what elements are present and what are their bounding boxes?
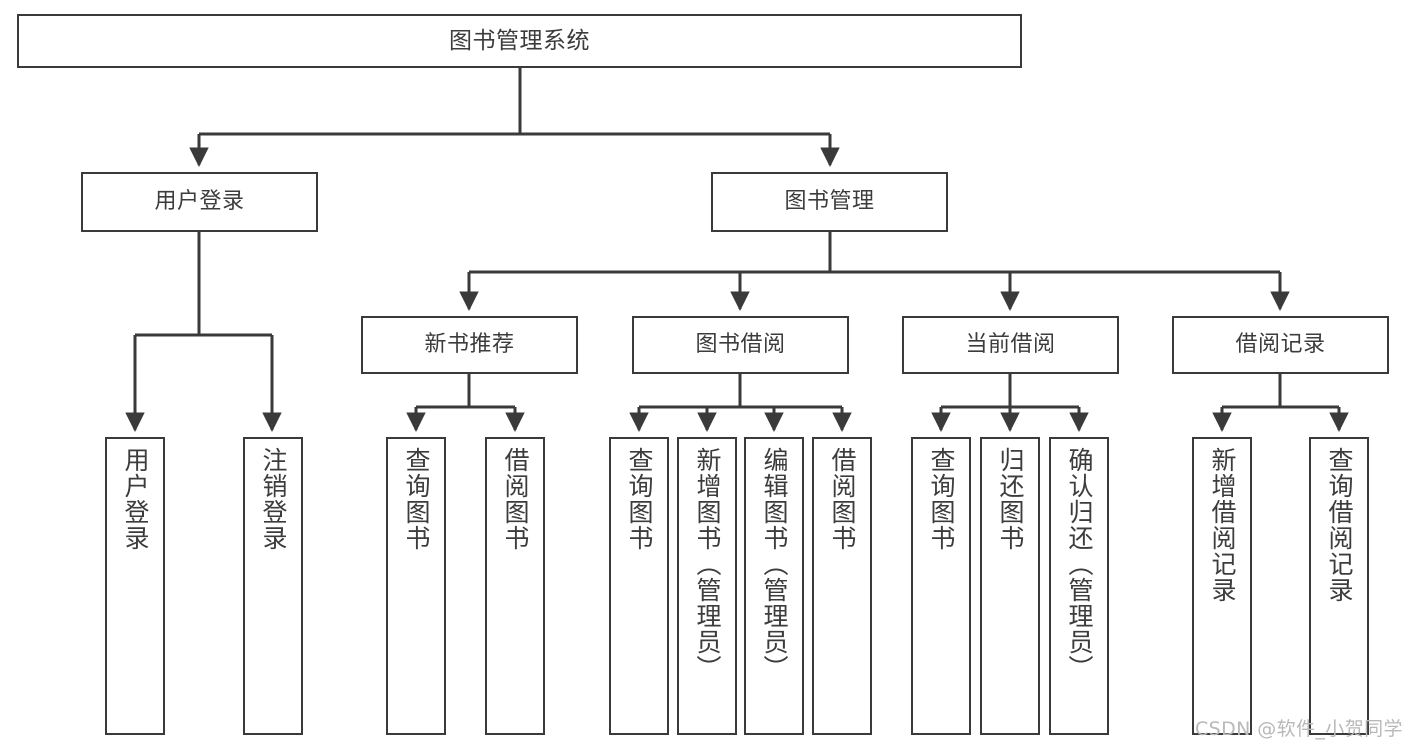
node-label: 用户登录 bbox=[154, 189, 245, 215]
leaf-recommend-query-book[interactable]: 查询图书 bbox=[386, 437, 446, 735]
node-new-book-recommend[interactable]: 新书推荐 bbox=[361, 316, 578, 374]
node-book-management[interactable]: 图书管理 bbox=[711, 172, 948, 232]
csdn-watermark: CSDN @软件_小贺同学 bbox=[1195, 718, 1403, 740]
node-label: 借阅图书 bbox=[501, 447, 530, 551]
node-label: 确认归还（管理员） bbox=[1065, 447, 1094, 681]
node-label: 用户登录 bbox=[121, 447, 150, 551]
leaf-current-query-book[interactable]: 查询图书 bbox=[911, 437, 971, 735]
node-label: 查询图书 bbox=[402, 447, 431, 551]
node-label: 新增图书（管理员） bbox=[693, 447, 722, 681]
leaf-user-login[interactable]: 用户登录 bbox=[105, 437, 165, 735]
node-root-system[interactable]: 图书管理系统 bbox=[17, 14, 1022, 68]
node-label: 借阅图书 bbox=[828, 447, 857, 551]
node-book-borrow[interactable]: 图书借阅 bbox=[632, 316, 849, 374]
node-current-borrow[interactable]: 当前借阅 bbox=[902, 316, 1119, 374]
node-label: 编辑图书（管理员） bbox=[760, 447, 789, 681]
node-label: 注销登录 bbox=[259, 447, 288, 551]
node-label: 查询借阅记录 bbox=[1325, 447, 1354, 603]
node-label: 图书借阅 bbox=[695, 332, 786, 358]
node-label: 查询图书 bbox=[927, 447, 956, 551]
leaf-user-logout[interactable]: 注销登录 bbox=[243, 437, 303, 735]
leaf-borrow-edit-book-admin[interactable]: 编辑图书（管理员） bbox=[744, 437, 804, 735]
node-label: 查询图书 bbox=[625, 447, 654, 551]
leaf-borrow-borrow-book[interactable]: 借阅图书 bbox=[812, 437, 872, 735]
node-label: 图书管理系统 bbox=[449, 27, 590, 54]
leaf-record-query-record[interactable]: 查询借阅记录 bbox=[1309, 437, 1369, 735]
leaf-current-return-book[interactable]: 归还图书 bbox=[980, 437, 1040, 735]
node-label: 新书推荐 bbox=[424, 332, 515, 358]
node-user-login[interactable]: 用户登录 bbox=[81, 172, 318, 232]
node-label: 图书管理 bbox=[784, 189, 875, 215]
leaf-borrow-query-book[interactable]: 查询图书 bbox=[609, 437, 669, 735]
leaf-record-add-record[interactable]: 新增借阅记录 bbox=[1192, 437, 1252, 735]
node-label: 当前借阅 bbox=[965, 332, 1056, 358]
node-borrow-record[interactable]: 借阅记录 bbox=[1172, 316, 1389, 374]
leaf-recommend-borrow-book[interactable]: 借阅图书 bbox=[485, 437, 545, 735]
node-label: 借阅记录 bbox=[1235, 332, 1326, 358]
node-label: 新增借阅记录 bbox=[1208, 447, 1237, 603]
leaf-current-confirm-return-admin[interactable]: 确认归还（管理员） bbox=[1049, 437, 1109, 735]
leaf-borrow-add-book-admin[interactable]: 新增图书（管理员） bbox=[677, 437, 737, 735]
node-label: 归还图书 bbox=[996, 447, 1025, 551]
